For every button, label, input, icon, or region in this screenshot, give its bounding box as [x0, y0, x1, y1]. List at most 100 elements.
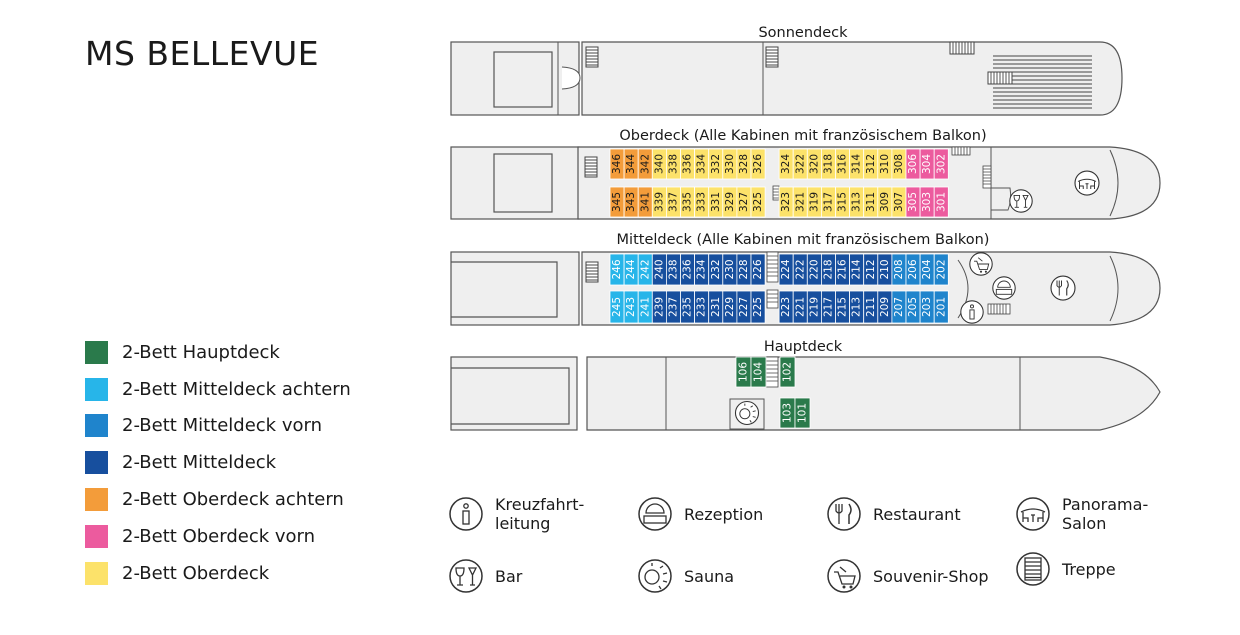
cabin-106[interactable]: 106 — [735, 356, 752, 388]
cabin-103[interactable]: 103 — [779, 397, 796, 429]
cabin-330[interactable]: 330 — [722, 148, 738, 180]
cabin-226[interactable]: 226 — [750, 253, 766, 286]
cabin-339[interactable]: 339 — [651, 186, 667, 218]
cabin-346[interactable]: 346 — [609, 148, 625, 180]
cabin-322[interactable]: 322 — [792, 148, 808, 180]
cabin-243[interactable]: 243 — [623, 290, 639, 324]
cabin-244[interactable]: 244 — [623, 253, 639, 286]
cabin-210[interactable]: 210 — [877, 253, 893, 286]
cabin-221[interactable]: 221 — [792, 290, 808, 324]
cabin-314[interactable]: 314 — [849, 148, 865, 180]
cabin-220[interactable]: 220 — [806, 253, 822, 286]
cabin-213[interactable]: 213 — [849, 290, 865, 324]
cabin-325[interactable]: 325 — [750, 186, 766, 218]
cabin-240[interactable]: 240 — [651, 253, 667, 286]
cabin-203[interactable]: 203 — [919, 290, 935, 324]
cabin-222[interactable]: 222 — [792, 253, 808, 286]
cabin-311[interactable]: 311 — [863, 186, 879, 218]
cabin-224[interactable]: 224 — [778, 253, 794, 286]
cabin-333[interactable]: 333 — [694, 186, 710, 218]
cabin-232[interactable]: 232 — [708, 253, 724, 286]
cabin-237[interactable]: 237 — [666, 290, 681, 324]
cabin-331[interactable]: 331 — [708, 186, 724, 218]
cabin-312[interactable]: 312 — [863, 148, 879, 180]
cabin-230[interactable]: 230 — [722, 253, 738, 286]
cabin-238[interactable]: 238 — [666, 253, 681, 286]
cabin-326[interactable]: 326 — [750, 148, 766, 180]
cabin-228[interactable]: 228 — [736, 253, 752, 286]
cabin-308[interactable]: 308 — [891, 148, 907, 180]
cabin-208[interactable]: 208 — [891, 253, 907, 286]
cabin-204[interactable]: 204 — [919, 253, 935, 286]
cabin-335[interactable]: 335 — [680, 186, 696, 218]
cabin-316[interactable]: 316 — [835, 148, 851, 180]
cabin-304[interactable]: 304 — [919, 148, 935, 180]
cabin-321[interactable]: 321 — [792, 186, 808, 218]
cabin-104[interactable]: 104 — [750, 356, 767, 388]
cabin-345[interactable]: 345 — [609, 186, 625, 218]
cabin-201[interactable]: 201 — [933, 290, 949, 324]
cabin-344[interactable]: 344 — [623, 148, 639, 180]
cabin-337[interactable]: 337 — [666, 186, 681, 218]
cabin-211[interactable]: 211 — [863, 290, 879, 324]
cabin-233[interactable]: 233 — [694, 290, 710, 324]
cabin-320[interactable]: 320 — [806, 148, 822, 180]
cabin-246[interactable]: 246 — [609, 253, 625, 286]
cabin-236[interactable]: 236 — [680, 253, 696, 286]
cabin-212[interactable]: 212 — [863, 253, 879, 286]
cabin-239[interactable]: 239 — [651, 290, 667, 324]
cabin-303[interactable]: 303 — [919, 186, 935, 218]
cabin-307[interactable]: 307 — [891, 186, 907, 218]
cabin-102[interactable]: 102 — [779, 356, 796, 388]
cabin-229[interactable]: 229 — [722, 290, 738, 324]
cabin-number: 315 — [837, 192, 849, 212]
cabin-216[interactable]: 216 — [835, 253, 851, 286]
cabin-231[interactable]: 231 — [708, 290, 724, 324]
cabin-336[interactable]: 336 — [680, 148, 696, 180]
cabin-319[interactable]: 319 — [806, 186, 822, 218]
cabin-227[interactable]: 227 — [736, 290, 752, 324]
cabin-302[interactable]: 302 — [933, 148, 949, 180]
cabin-234[interactable]: 234 — [694, 253, 710, 286]
cabin-323[interactable]: 323 — [778, 186, 794, 218]
cabin-310[interactable]: 310 — [877, 148, 893, 180]
cabin-306[interactable]: 306 — [905, 148, 921, 180]
cabin-202[interactable]: 202 — [933, 253, 949, 286]
cabin-305[interactable]: 305 — [905, 186, 921, 218]
cabin-209[interactable]: 209 — [877, 290, 893, 324]
cabin-338[interactable]: 338 — [666, 148, 681, 180]
cabin-241[interactable]: 241 — [637, 290, 653, 324]
cabin-number: 235 — [682, 297, 694, 317]
cabin-245[interactable]: 245 — [609, 290, 625, 324]
cabin-219[interactable]: 219 — [806, 290, 822, 324]
cabin-318[interactable]: 318 — [821, 148, 836, 180]
cabin-225[interactable]: 225 — [750, 290, 766, 324]
cabin-number: 246 — [611, 259, 623, 279]
cabin-235[interactable]: 235 — [680, 290, 696, 324]
cabin-313[interactable]: 313 — [849, 186, 865, 218]
cabin-242[interactable]: 242 — [637, 253, 653, 286]
cabin-309[interactable]: 309 — [877, 186, 893, 218]
cabin-101[interactable]: 101 — [794, 397, 811, 429]
cabin-206[interactable]: 206 — [905, 253, 921, 286]
cabin-215[interactable]: 215 — [835, 290, 851, 324]
cabin-324[interactable]: 324 — [778, 148, 794, 180]
cabin-334[interactable]: 334 — [694, 148, 710, 180]
cabin-217[interactable]: 217 — [821, 290, 836, 324]
cabin-329[interactable]: 329 — [722, 186, 738, 218]
cabin-218[interactable]: 218 — [821, 253, 836, 286]
cabin-327[interactable]: 327 — [736, 186, 752, 218]
cabin-214[interactable]: 214 — [849, 253, 865, 286]
cabin-343[interactable]: 343 — [623, 186, 639, 218]
cabin-328[interactable]: 328 — [736, 148, 752, 180]
cabin-317[interactable]: 317 — [821, 186, 836, 218]
cabin-205[interactable]: 205 — [905, 290, 921, 324]
cabin-301[interactable]: 301 — [933, 186, 949, 218]
cabin-315[interactable]: 315 — [835, 186, 851, 218]
cabin-207[interactable]: 207 — [891, 290, 907, 324]
cabin-342[interactable]: 342 — [637, 148, 653, 180]
cabin-332[interactable]: 332 — [708, 148, 724, 180]
cabin-223[interactable]: 223 — [778, 290, 794, 324]
cabin-341[interactable]: 341 — [637, 186, 653, 218]
cabin-340[interactable]: 340 — [651, 148, 667, 180]
